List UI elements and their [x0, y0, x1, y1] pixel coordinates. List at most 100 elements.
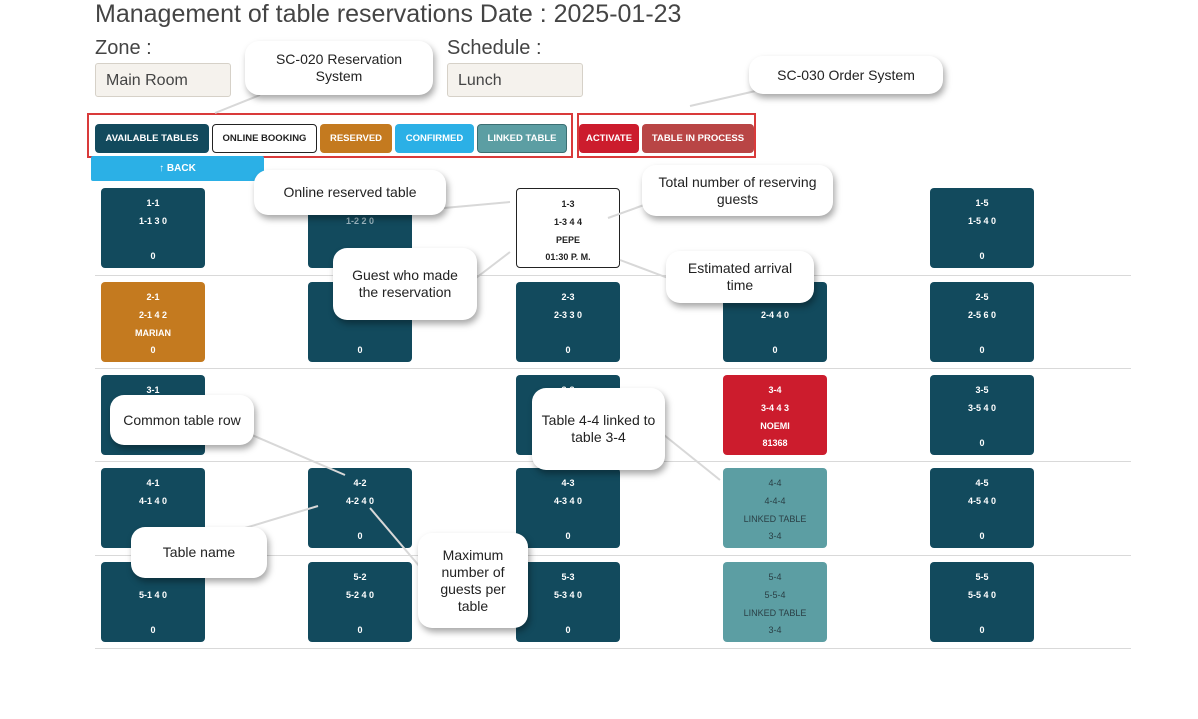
table-code: 4-3 4 0	[553, 496, 583, 506]
table-count: 0	[357, 625, 363, 635]
table-code: 4-2 4 0	[345, 496, 375, 506]
table-count: 0	[565, 625, 571, 635]
table-code: 5-5-4	[764, 590, 786, 600]
callout-arrival: Estimated arrival time	[666, 251, 814, 303]
legend-linked-button[interactable]: LINKED TABLE	[477, 124, 567, 153]
table-count: 0	[565, 531, 571, 541]
page-title: Management of table reservations Date : …	[95, 0, 682, 28]
table-1-3[interactable]: 1-3 1-3 4 4 PEPE 01:30 P. M.	[516, 188, 620, 268]
table-name: 1-1	[146, 198, 160, 208]
table-5-5[interactable]: 5-5 5-5 4 0 0	[930, 562, 1034, 642]
table-in-process-button[interactable]: TABLE IN PROCESS	[642, 124, 754, 153]
table-name: 3-1	[146, 385, 160, 395]
table-code: 2-1 4 2	[138, 310, 168, 320]
table-code: 5-2 4 0	[345, 590, 375, 600]
table-name: 1-3	[561, 199, 575, 209]
callout-table-name: Table name	[131, 527, 267, 578]
table-name: 4-1	[146, 478, 160, 488]
callout-max-guests: Maximum number of guests per table	[418, 533, 528, 628]
schedule-select[interactable]: Lunch	[447, 63, 583, 97]
row-divider	[95, 368, 1131, 369]
table-1-1[interactable]: 1-1 1-1 3 0 0	[101, 188, 205, 268]
table-code: 4-4-4	[764, 496, 786, 506]
table-code: 4-1 4 0	[138, 496, 168, 506]
table-name: 4-2	[353, 478, 367, 488]
activate-button[interactable]: ACTIVATE	[579, 124, 639, 153]
callout-sc030: SC-030 Order System	[749, 56, 943, 94]
table-4-5[interactable]: 4-5 4-5 4 0 0	[930, 468, 1034, 548]
back-button[interactable]: ↑ BACK	[91, 156, 264, 181]
table-4-2[interactable]: 4-2 4-2 4 0 0	[308, 468, 412, 548]
row-divider	[95, 648, 1131, 649]
table-name: 5-4	[768, 572, 782, 582]
table-count: 0	[772, 345, 778, 355]
table-count: 0	[150, 625, 156, 635]
order-number: 81368	[762, 438, 788, 448]
table-count: 0	[979, 345, 985, 355]
zone-label: Zone :	[95, 37, 152, 59]
table-count: 0	[979, 531, 985, 541]
table-count: 0	[979, 625, 985, 635]
table-code: 2-5 6 0	[967, 310, 997, 320]
table-2-5[interactable]: 2-5 2-5 6 0 0	[930, 282, 1034, 362]
table-count: 0	[150, 251, 156, 261]
linked-to: 3-4	[768, 531, 782, 541]
row-divider	[95, 275, 1131, 276]
table-code: 1-5 4 0	[967, 216, 997, 226]
sc030-highlight-box	[577, 113, 756, 158]
table-1-5[interactable]: 1-5 1-5 4 0 0	[930, 188, 1034, 268]
table-code: 1-3 4 4	[553, 217, 583, 227]
table-code: 5-3 4 0	[553, 590, 583, 600]
zone-select[interactable]: Main Room	[95, 63, 231, 97]
table-count: 0	[565, 345, 571, 355]
legend-available-button[interactable]: AVAILABLE TABLES	[95, 124, 209, 153]
callout-total-guests: Total number of reserving guests	[642, 165, 833, 216]
table-4-3[interactable]: 4-3 4-3 4 0 0	[516, 468, 620, 548]
table-5-2[interactable]: 5-2 5-2 4 0 0	[308, 562, 412, 642]
table-code: 5-5 4 0	[967, 590, 997, 600]
sc020-highlight-box	[87, 113, 573, 158]
guest-name: PEPE	[555, 235, 580, 245]
table-5-4[interactable]: 5-4 5-5-4 LINKED TABLE 3-4	[723, 562, 827, 642]
table-5-3[interactable]: 5-3 5-3 4 0 0	[516, 562, 620, 642]
table-code: 1-2 2 0	[345, 216, 375, 226]
guest-name: NOEMI	[760, 421, 790, 431]
table-name: 5-5	[975, 572, 989, 582]
table-2-3[interactable]: 2-3 2-3 3 0 0	[516, 282, 620, 362]
callout-common-row: Common table row	[110, 395, 254, 445]
row-divider	[95, 555, 1131, 556]
table-name: 2-1	[146, 292, 160, 302]
table-code: 2-3 3 0	[553, 310, 583, 320]
table-name: 5-3	[561, 572, 575, 582]
table-name: 5-2	[353, 572, 367, 582]
guest-name: MARIAN	[135, 328, 171, 338]
schedule-label: Schedule :	[447, 37, 542, 59]
arrival-time: 01:30 P. M.	[545, 252, 591, 262]
table-name: 2-5	[975, 292, 989, 302]
table-code: 3-4 4 3	[760, 403, 790, 413]
table-name: 3-5	[975, 385, 989, 395]
callout-online-reserved: Online reserved table	[254, 170, 446, 215]
callout-sc020: SC-020 Reservation System	[245, 41, 433, 95]
table-3-4[interactable]: 3-4 3-4 4 3 NOEMI 81368	[723, 375, 827, 455]
legend-reserved-button[interactable]: RESERVED	[320, 124, 392, 153]
linked-label: LINKED TABLE	[743, 514, 807, 524]
table-name: 3-4	[768, 385, 782, 395]
callout-guest-made: Guest who made the reservation	[333, 248, 477, 320]
table-code: 3-5 4 0	[967, 403, 997, 413]
table-code: 4-5 4 0	[967, 496, 997, 506]
table-count: 0	[357, 345, 363, 355]
table-4-4[interactable]: 4-4 4-4-4 LINKED TABLE 3-4	[723, 468, 827, 548]
table-code: 2-4 4 0	[760, 310, 790, 320]
table-code: 1-1 3 0	[138, 216, 168, 226]
table-2-1[interactable]: 2-1 2-1 4 2 MARIAN 0	[101, 282, 205, 362]
table-name: 2-3	[561, 292, 575, 302]
linked-to: 3-4	[768, 625, 782, 635]
table-3-5[interactable]: 3-5 3-5 4 0 0	[930, 375, 1034, 455]
legend-online-button[interactable]: ONLINE BOOKING	[212, 124, 317, 153]
legend-confirmed-button[interactable]: CONFIRMED	[395, 124, 474, 153]
linked-label: LINKED TABLE	[743, 608, 807, 618]
table-count: 0	[150, 345, 156, 355]
table-name: 1-5	[975, 198, 989, 208]
